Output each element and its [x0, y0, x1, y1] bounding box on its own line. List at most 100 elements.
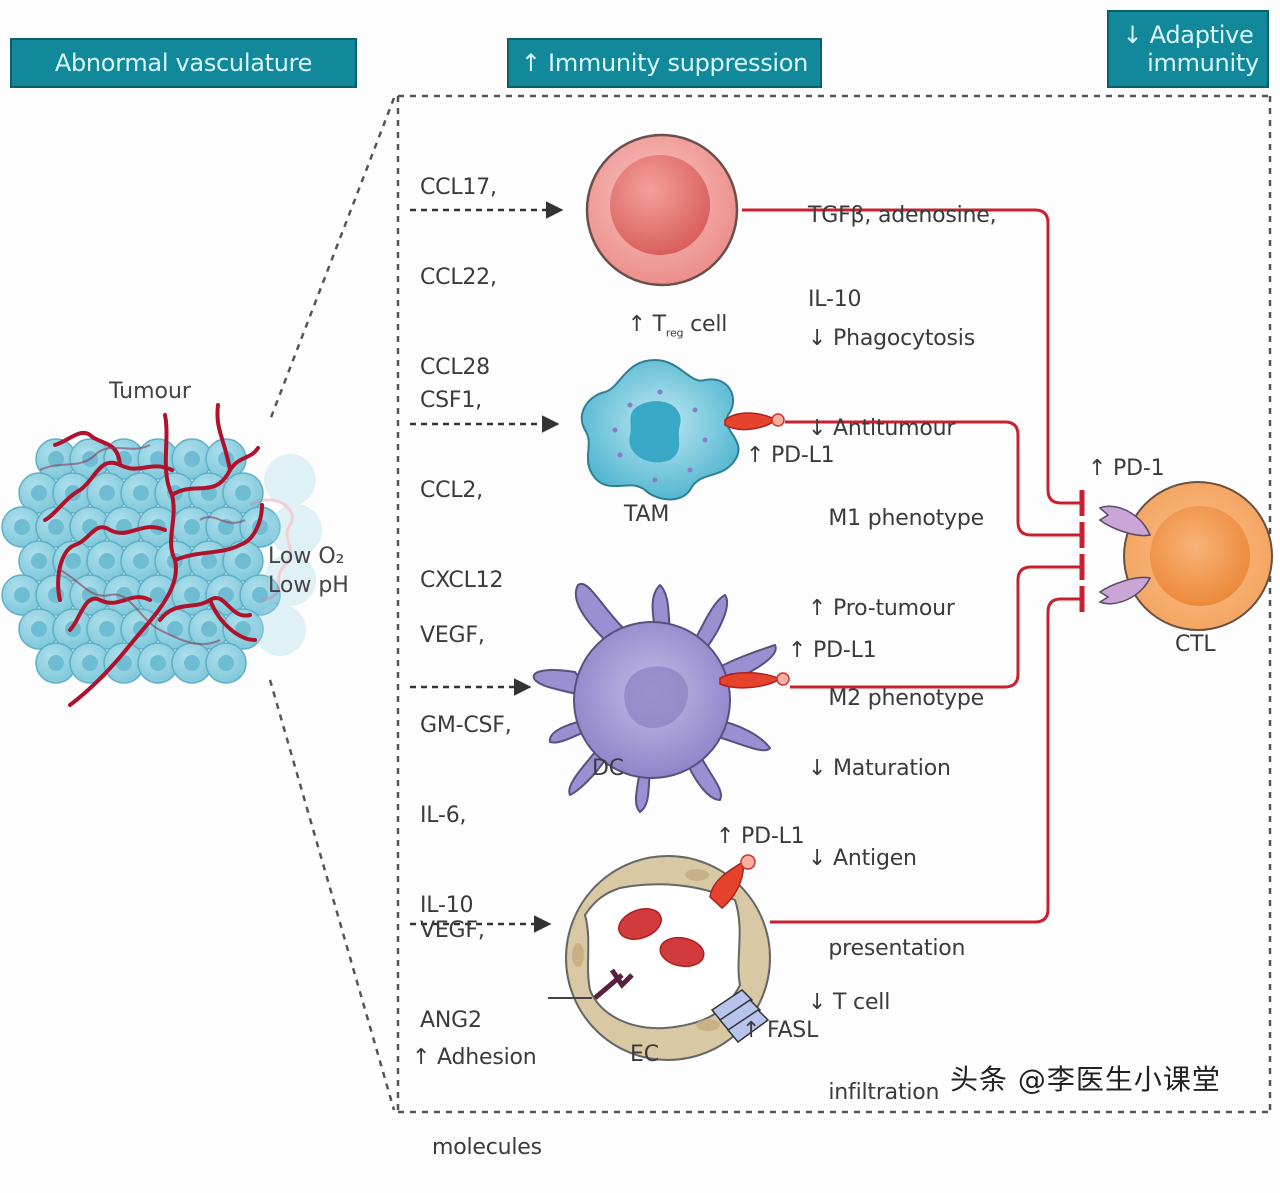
- tumour-cell-nucleus: [218, 655, 234, 671]
- treg-label-prefix: ↑ T: [627, 312, 666, 337]
- watermark: 头条 @李医生小课堂: [950, 1063, 1221, 1096]
- tumour-cell-nucleus: [201, 553, 217, 569]
- tam-effect-1: ↓ Antitumour: [808, 416, 956, 441]
- tam-inhibition-line: [785, 420, 1080, 537]
- tam-effect-2: M1 phenotype: [808, 506, 984, 531]
- ec-pdl1-label: ↑ PD-L1: [716, 824, 805, 849]
- tumour-illustration: [1, 403, 322, 707]
- dc-effect-1: ↓ Antigen: [808, 846, 917, 871]
- ctl-pd1-receptor: [1098, 505, 1152, 605]
- tumour-cell-nucleus: [184, 451, 200, 467]
- tumour-cells: [1, 438, 281, 684]
- input-arrows: [410, 201, 564, 933]
- ec-adhesion-label: ↑ Adhesion molecules: [412, 983, 542, 1193]
- tumour-cell-nucleus: [48, 451, 64, 467]
- ec-fasl-molecule: [710, 989, 770, 1044]
- ec-adhesion-molecule: [593, 968, 634, 1000]
- treg-effect-1: IL-10: [808, 287, 862, 312]
- tam-pdl1-ligand: [724, 412, 785, 431]
- tumour-cell-nucleus: [99, 553, 115, 569]
- tam-effect-3: ↑ Pro-tumour: [808, 596, 955, 621]
- ec-label: EC: [630, 1042, 659, 1067]
- ctl-pd1-label: ↑ PD-1: [1088, 456, 1165, 481]
- ec-inputs: VEGF, ANG2: [420, 856, 485, 1066]
- dc-effects: ↓ Maturation ↓ Antigen presentation: [808, 694, 965, 994]
- tumour-cell-nucleus: [150, 587, 166, 603]
- tam-pdl1-label: ↑ PD-L1: [746, 443, 835, 468]
- tumour-vessels: [43, 403, 264, 707]
- ec-input-0: VEGF,: [420, 918, 485, 943]
- tumour-cell-nucleus: [235, 553, 251, 569]
- tumour-condition-o2: Low O₂: [268, 544, 344, 569]
- ec-adhesion-line2: molecules: [432, 1135, 542, 1160]
- tam-input-2: CXCL12: [420, 568, 504, 593]
- tumour-cell-nucleus: [31, 621, 47, 637]
- tumour-cell-nucleus: [150, 655, 166, 671]
- tumour-cell-nucleus: [99, 621, 115, 637]
- zoom-line-top: [268, 97, 396, 421]
- tumour-cell-nucleus: [31, 485, 47, 501]
- treg-label-sub: reg: [665, 326, 684, 340]
- ec-adhesion-line1: ↑ Adhesion: [412, 1045, 537, 1070]
- dc-pdl1-ligand: [719, 671, 790, 689]
- tumour-cell-nucleus: [235, 485, 251, 501]
- dc-pdl1-label: ↑ PD-L1: [788, 638, 877, 663]
- dc-cell: [532, 582, 790, 813]
- ec-pdl1-ligand: [709, 854, 756, 909]
- tumour-cell-nucleus: [48, 519, 64, 535]
- tam-effect-0: ↓ Phagocytosis: [808, 326, 975, 351]
- tumour-cell-nucleus: [14, 587, 30, 603]
- ec-effects: ↓ T cell infiltration: [808, 928, 940, 1138]
- header-abnormal-vasculature: Abnormal vasculature: [10, 38, 357, 88]
- header-adaptive-immunity-line1: ↓ Adaptive: [1122, 21, 1254, 49]
- inhibition-lines: [742, 208, 1085, 924]
- tam-input-0: CSF1,: [420, 388, 482, 413]
- ec-fasl-label: ↑ FASL: [742, 1018, 819, 1043]
- header-abnormal-vasculature-label: Abnormal vasculature: [54, 49, 313, 77]
- dc-effect-2: presentation: [808, 936, 966, 961]
- dc-input-2: IL-6,: [420, 803, 467, 828]
- treg-label-suffix: cell: [683, 312, 728, 337]
- treg-label: ↑ Treg cell: [614, 280, 728, 348]
- tumour-condition-ph: Low pH: [268, 573, 349, 598]
- tam-effects: ↓ Phagocytosis ↓ Antitumour M1 phenotype…: [808, 264, 984, 744]
- ctl-label: CTL: [1175, 632, 1216, 657]
- ec-inhibition-line: [770, 597, 1080, 924]
- zoom-frame: [268, 94, 1272, 1114]
- zoom-line-bottom: [268, 679, 396, 1111]
- tumour-cell-nucleus: [150, 451, 166, 467]
- header-adaptive-immunity: ↓ Adaptive immunity: [1107, 10, 1269, 88]
- ec-input-1: ANG2: [420, 1008, 482, 1033]
- dc-input-1: GM-CSF,: [420, 713, 512, 738]
- dc-inputs: VEGF, GM-CSF, IL-6, IL-10: [420, 561, 512, 951]
- header-immunity-suppression: ↑ Immunity suppression: [507, 38, 822, 88]
- dc-effect-0: ↓ Maturation: [808, 756, 951, 781]
- tumour-cell-nucleus: [184, 655, 200, 671]
- header-immunity-suppression-label: ↑ Immunity suppression: [520, 49, 809, 77]
- treg-input-2: CCL28: [420, 355, 490, 380]
- treg-inputs: CCL17, CCL22, CCL28: [420, 113, 497, 413]
- tumour-cell-nucleus: [65, 553, 81, 569]
- tam-effect-4: M2 phenotype: [808, 686, 984, 711]
- tumour-cell-nucleus: [133, 553, 149, 569]
- ec-vessel: [548, 854, 771, 1061]
- tumour-cell-nucleus: [167, 621, 183, 637]
- treg-effect-0: TGFβ, adenosine,: [808, 203, 997, 228]
- treg-input-1: CCL22,: [420, 265, 497, 290]
- tam-cell: [580, 358, 785, 501]
- tam-label: TAM: [624, 502, 670, 527]
- dc-inhibition-line: [790, 565, 1080, 689]
- ec-effect-0: ↓ T cell: [808, 990, 891, 1015]
- treg-effects: TGFβ, adenosine, IL-10: [808, 146, 997, 342]
- treg-input-0: CCL17,: [420, 175, 497, 200]
- tumour-hypoxic-region: [249, 454, 322, 656]
- tumour-cell-nucleus: [99, 485, 115, 501]
- tumour-cell-nucleus: [184, 519, 200, 535]
- tam-input-1: CCL2,: [420, 478, 483, 503]
- tumour-cell-nucleus: [14, 519, 30, 535]
- tumour-cell-nucleus: [235, 621, 251, 637]
- treg-inhibition-line: [742, 208, 1080, 505]
- treg-cell: [585, 133, 739, 287]
- tumour-cell-nucleus: [31, 553, 47, 569]
- tumour-cell-nucleus: [184, 587, 200, 603]
